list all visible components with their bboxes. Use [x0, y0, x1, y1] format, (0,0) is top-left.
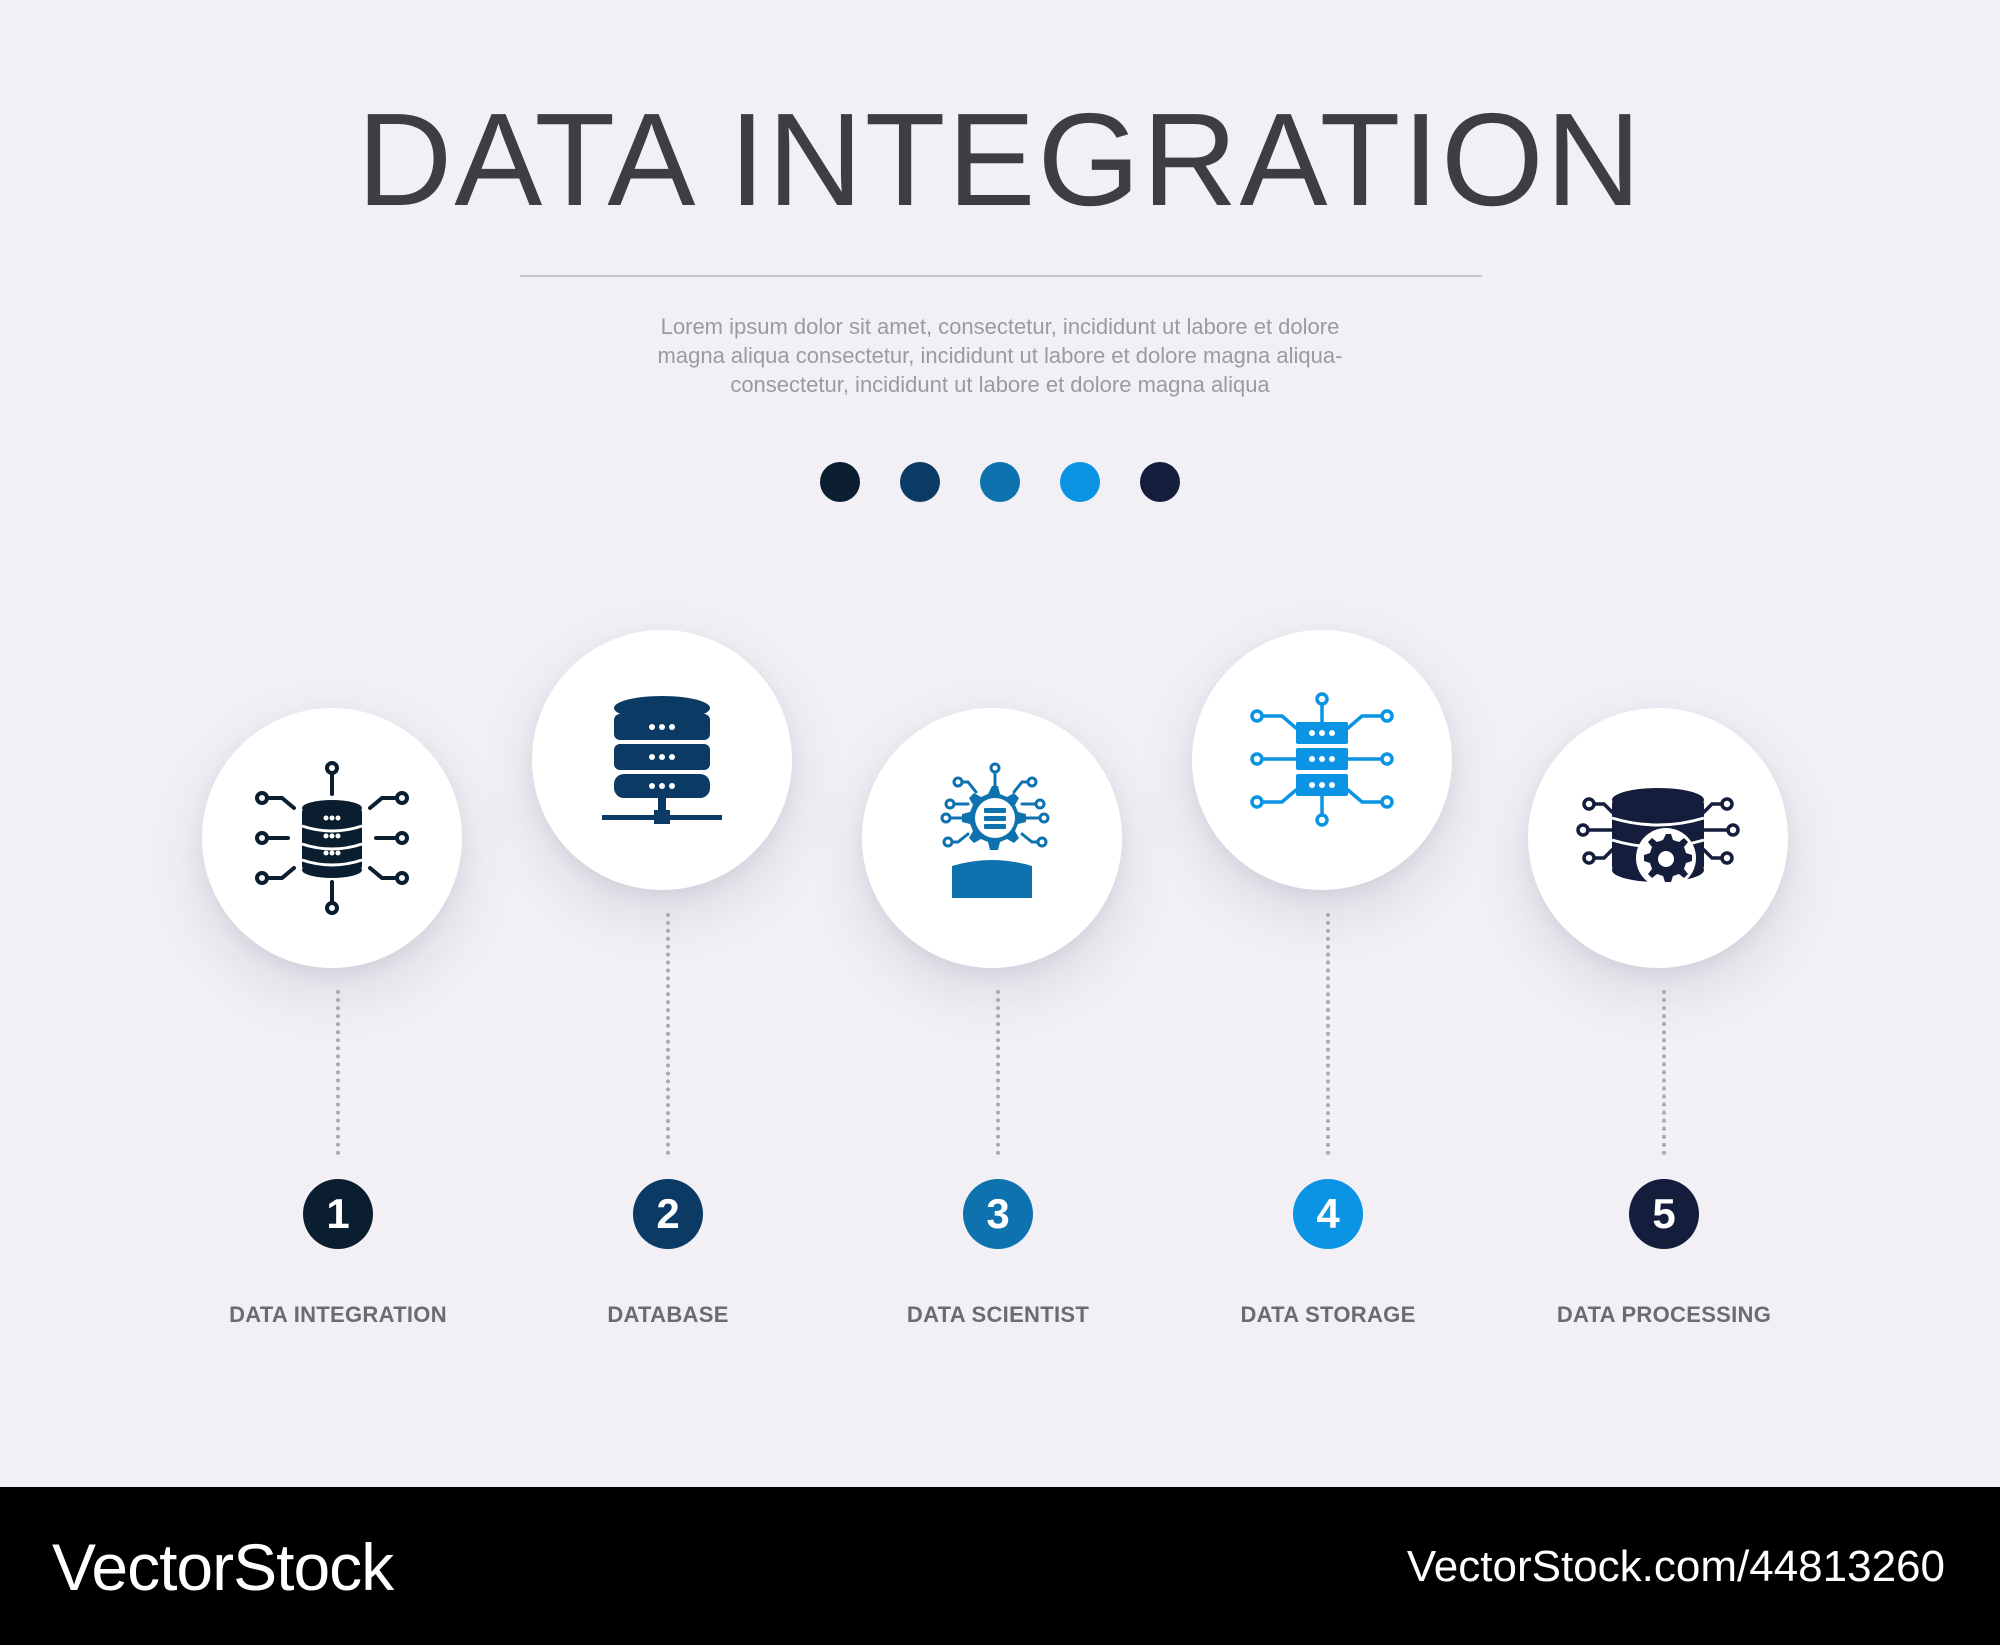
page-title: DATA INTEGRATION — [356, 86, 1644, 233]
color-dot-3 — [980, 462, 1020, 502]
step-3-circle — [862, 708, 1122, 968]
step-4-badge: 4 — [1293, 1179, 1363, 1249]
step-4-label: DATA STORAGE — [1240, 1302, 1416, 1327]
step-2-badge: 2 — [633, 1179, 703, 1249]
description-line: consectetur, incididunt ut labore et dol… — [730, 372, 1270, 397]
data-scientist-icon — [940, 762, 1050, 898]
brand-logo: VectorStock — [52, 1530, 394, 1604]
color-dot-1 — [820, 462, 860, 502]
step-5-badge: 5 — [1629, 1179, 1699, 1249]
step-3-badge: 3 — [963, 1179, 1033, 1249]
color-dot-5 — [1140, 462, 1180, 502]
step-1-circle — [202, 708, 462, 968]
step-3-connector — [996, 990, 1000, 1155]
database-integration-icon — [255, 761, 409, 915]
step-2-connector — [666, 913, 670, 1155]
step-3-label: DATA SCIENTIST — [906, 1302, 1090, 1327]
step-1-label: DATA INTEGRATION — [229, 1302, 447, 1327]
description: Lorem ipsum dolor sit amet, consectetur,… — [560, 312, 1440, 399]
step-2-label: DATABASE — [607, 1302, 729, 1327]
step-5-label: DATA PROCESSING — [1556, 1302, 1772, 1327]
description-line: magna aliqua consectetur, incididunt ut … — [657, 343, 1343, 368]
step-1-badge: 1 — [303, 1179, 373, 1249]
image-url: VectorStock.com/44813260 — [1406, 1542, 1945, 1591]
data-storage-circuit-icon — [1250, 692, 1394, 827]
step-4-circle — [1192, 630, 1452, 890]
step-5-circle — [1528, 708, 1788, 968]
color-dot-4 — [1060, 462, 1100, 502]
database-network-icon — [602, 696, 722, 824]
description-line: Lorem ipsum dolor sit amet, consectetur,… — [660, 314, 1340, 339]
color-dot-2 — [900, 462, 940, 502]
step-5-connector — [1662, 990, 1666, 1155]
color-dots — [0, 462, 2000, 502]
footer-bar: VectorStock VectorStock.com/44813260 — [0, 1487, 2000, 1645]
step-2-circle — [532, 630, 792, 890]
title-divider — [520, 275, 1482, 277]
step-1-connector — [336, 990, 340, 1155]
step-4-connector — [1326, 913, 1330, 1155]
data-processing-gear-icon — [1576, 788, 1740, 888]
